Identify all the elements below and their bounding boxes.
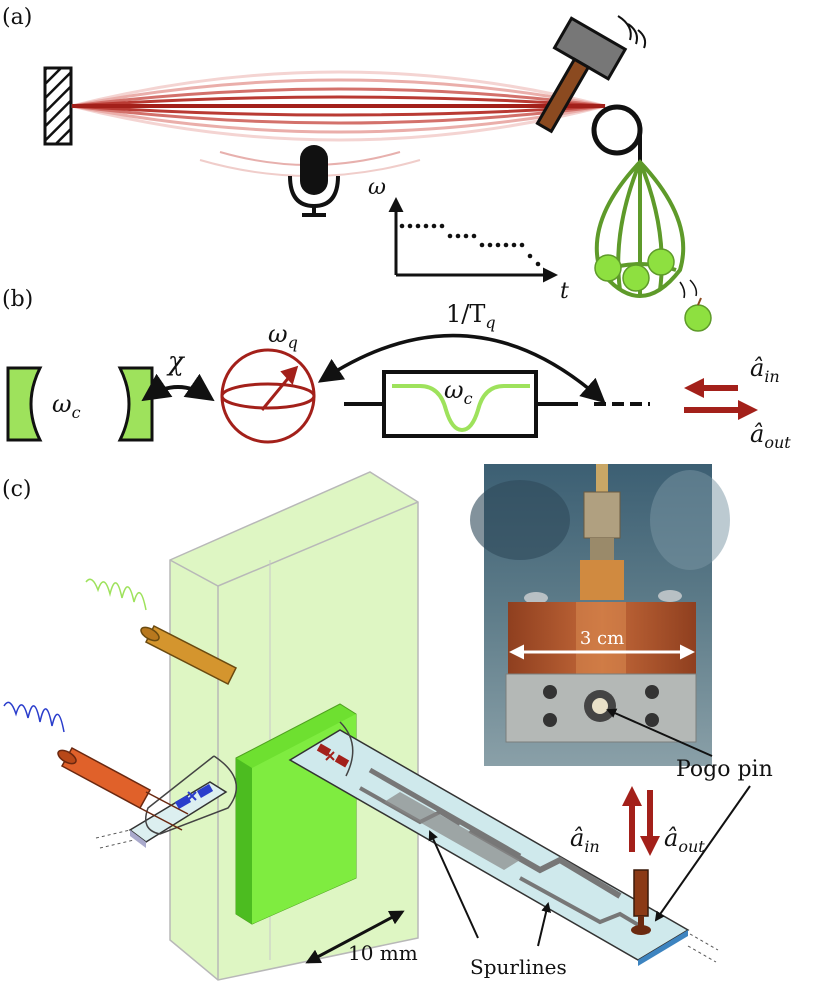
- panel-c: (c): [2, 464, 773, 981]
- cavity-mirror-right: [117, 366, 154, 442]
- pogo-pin-label: Pogo pin: [676, 757, 773, 782]
- decay-rate-label: 1/Tq: [446, 300, 496, 332]
- left-chip: [95, 781, 228, 849]
- spurlines-label: Spurlines: [470, 955, 567, 979]
- spurlines-arrow-2: [537, 902, 552, 947]
- coupling-label: χ: [166, 347, 186, 377]
- right-tube-outline: [339, 721, 354, 777]
- scale-bar-arrow: [305, 910, 405, 964]
- pogo-pin-callout-diagram: [654, 785, 751, 922]
- cavity-mirror-left: [6, 366, 43, 442]
- time-axis-label: t: [560, 279, 569, 304]
- pulley-icon: [591, 104, 643, 162]
- green-wave-packet: [85, 578, 147, 611]
- io-arrows-vertical: [622, 786, 660, 856]
- qubit-frequency-label: ωq: [268, 320, 298, 352]
- spurlines-arrow-1: [428, 830, 479, 939]
- qubit-bloch-sphere: [220, 348, 316, 444]
- io-arrows: [684, 378, 758, 420]
- decay-arc-arrow: [317, 333, 606, 404]
- filter-frequency-label: ωc: [444, 376, 473, 408]
- panel-a: (a): [2, 5, 712, 332]
- panel-b: (b) ωc χ ωq 1/Tq ωc: [2, 287, 791, 452]
- blue-wave-packet: [3, 701, 65, 733]
- panel-label-a: (a): [2, 5, 32, 30]
- string-modes: [71, 70, 606, 142]
- frequency-dots: [399, 223, 541, 267]
- panel-label-c: (c): [2, 477, 32, 502]
- pogo-input-label: âin: [570, 824, 600, 856]
- left-tube-outline: [145, 755, 237, 835]
- scale-bar-label: 10 mm: [348, 941, 418, 965]
- input-antenna-orange: [57, 746, 189, 831]
- filter-box: [382, 370, 538, 438]
- pogo-pin-assembly: [631, 869, 651, 935]
- filter-response-curve: [392, 384, 530, 433]
- omega-axis-label: ω: [368, 175, 386, 200]
- pogo-output-label: âout: [664, 824, 705, 856]
- output-operator-label: âout: [750, 420, 791, 452]
- microphone-icon: [288, 145, 340, 217]
- basket-with-balls: [594, 159, 712, 332]
- input-operator-label: âin: [750, 354, 780, 386]
- frequency-time-axes: ω t: [368, 175, 569, 304]
- panel-label-b: (b): [2, 287, 33, 312]
- cavity-frequency-label: ωc: [52, 390, 81, 422]
- coupling-arrow: [141, 373, 215, 402]
- right-chip: [288, 729, 719, 966]
- input-antenna-gold: [140, 624, 238, 686]
- photo-inset: 3 cm: [470, 464, 730, 766]
- fixed-wall: [43, 66, 73, 146]
- hammer-icon: [535, 15, 647, 134]
- photo-scale-label: 3 cm: [580, 628, 624, 649]
- pogo-pin-callout-photo: [606, 708, 713, 757]
